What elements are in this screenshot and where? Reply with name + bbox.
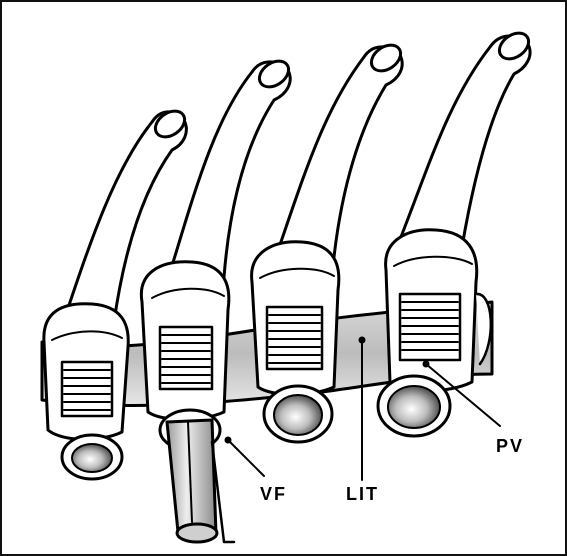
- vf-leader: [228, 440, 264, 476]
- process-3: [274, 40, 405, 262]
- vertebra-3: [252, 242, 339, 442]
- vertebra-1: [44, 304, 128, 479]
- label-vf: VF: [260, 484, 287, 504]
- label-pv: PV: [496, 436, 524, 456]
- label-lit: LIT: [346, 484, 379, 504]
- process-4: [397, 28, 533, 247]
- vf-rod: [167, 420, 234, 542]
